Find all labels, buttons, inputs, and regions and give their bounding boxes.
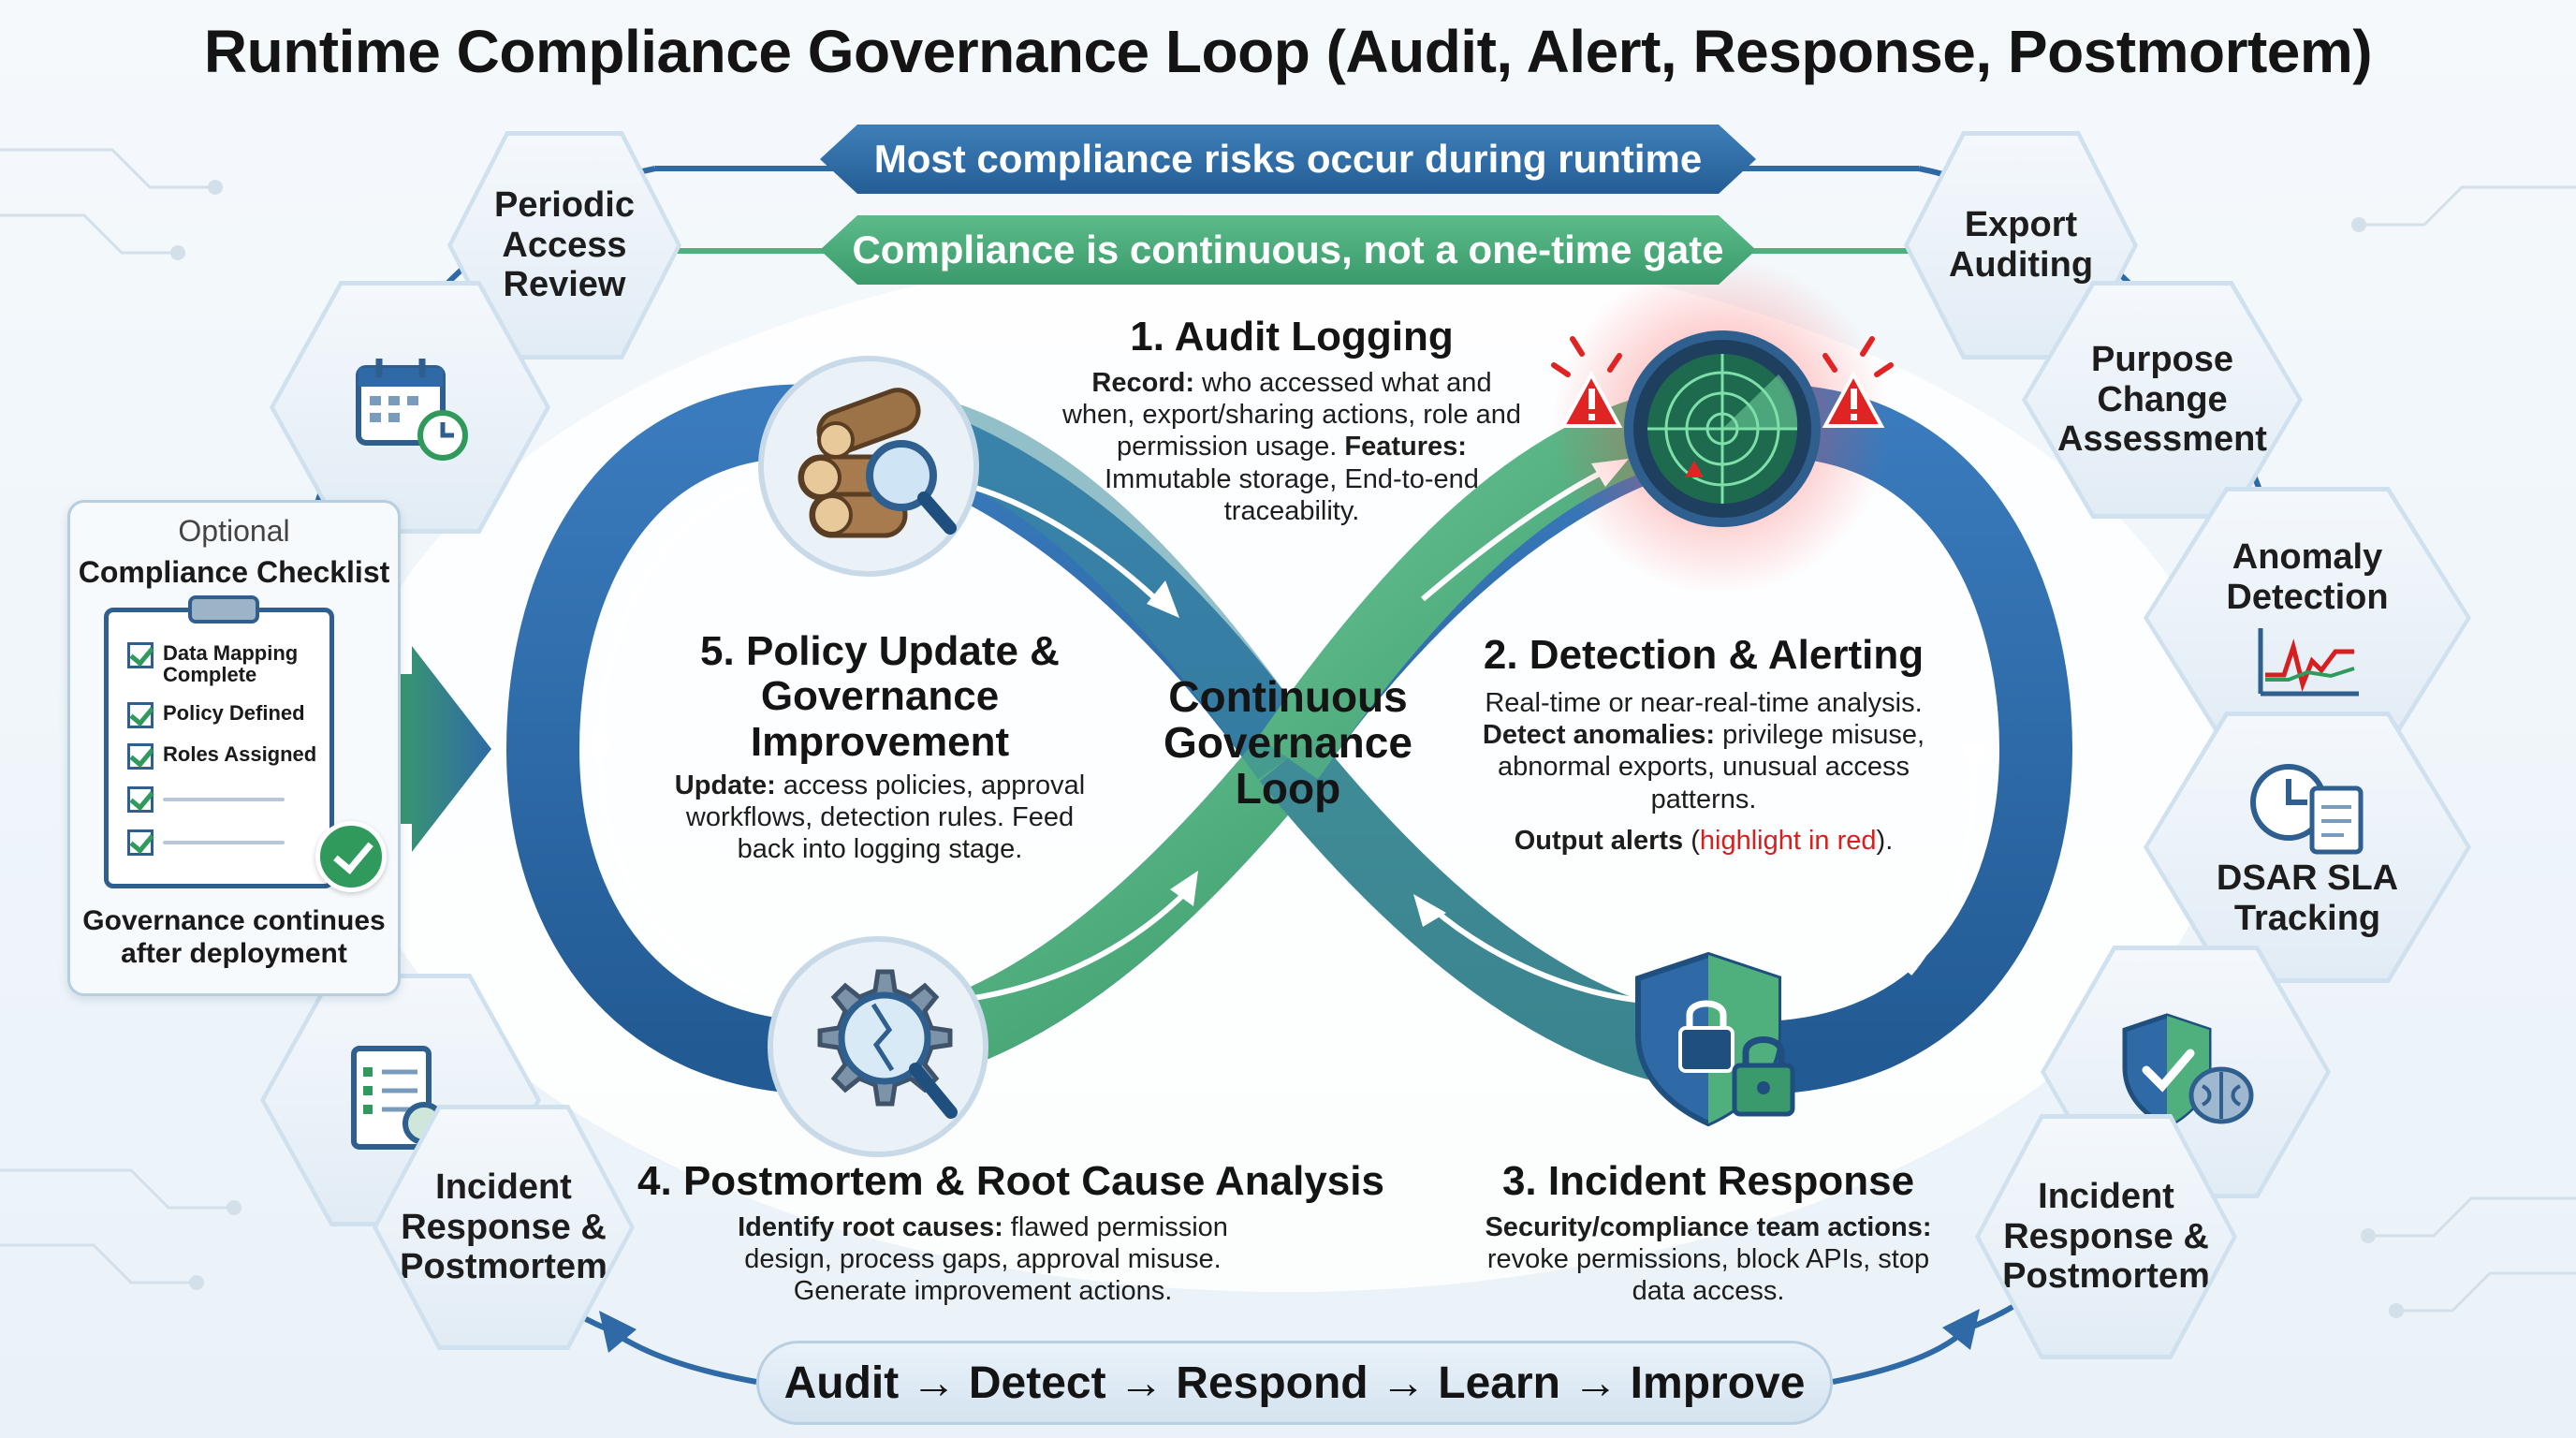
checklist-title: Compliance Checklist [78, 555, 390, 589]
audit-record-text: who accessed what and when, export/shari… [1061, 368, 1522, 462]
policy-update-text: access policies, approval workflows, det… [685, 770, 1086, 865]
hex-incident-right-label: Incident Response & Postmortem [2002, 1177, 2210, 1297]
audit-logging-icon [758, 356, 979, 577]
circuit-decoration [0, 148, 2576, 1313]
checklist-footer: Governance continues after deployment [82, 905, 386, 969]
stage-policy-body: Update: access policies, approval workfl… [655, 770, 1105, 866]
hex-anomaly-label: Anomaly Detection [2226, 537, 2389, 617]
shield-brain-icon [2122, 1013, 2254, 1129]
stage-detection-body: Real-time or near-real-time analysis. De… [1460, 687, 1947, 857]
postmortem-causes-text: flawed permission design, process gaps, … [744, 1212, 1228, 1307]
stage-incident-body: Security/compliance team actions: revoke… [1470, 1211, 1947, 1308]
detection-radar-icon [1544, 318, 1900, 534]
detection-output-open: ( [1683, 825, 1700, 856]
stage-incident-title: 3. Incident Response [1501, 1158, 1915, 1204]
detection-output-label: Output alerts [1514, 825, 1684, 856]
check-circle-icon [315, 821, 387, 892]
policy-update-label: Update: [674, 770, 776, 800]
checkbox-checked-icon [127, 829, 154, 856]
checkbox-checked-icon [127, 786, 154, 813]
incident-actions-label: Security/compliance team actions: [1485, 1212, 1932, 1242]
stage-detection-title: 2. Detection & Alerting [1483, 632, 1925, 678]
checkbox-checked-icon [127, 642, 154, 668]
checklist-item-data-mapping: Data Mapping Complete [163, 641, 299, 687]
hex-dsar-label: DSAR SLA Tracking [2216, 858, 2399, 938]
hex-purpose-label: Purpose Change Assessment [2057, 340, 2267, 460]
stage-postmortem-title: 4. Postmortem & Root Cause Analysis [637, 1158, 1384, 1204]
anomaly-chart-icon [2258, 627, 2359, 697]
postmortem-causes-label: Identify root causes: [738, 1212, 1003, 1242]
banner-continuous: Compliance is continuous, not a one-time… [820, 215, 1756, 285]
compliance-checklist-card: Optional Compliance Checklist Data Mappi… [67, 500, 401, 996]
incident-actions-text: revoke permissions, block APIs, stop dat… [1486, 1244, 1930, 1307]
clipboard-icon: Data Mapping Complete Policy Defined Rol… [104, 595, 334, 888]
document-magnifier-icon [351, 1046, 460, 1159]
clock-document-icon [2250, 764, 2364, 855]
detection-anomalies-text: privilege misuse, abnormal exports, unus… [1497, 720, 1925, 814]
audit-features-text: Immutable storage, End-to-end traceabili… [1105, 463, 1479, 526]
stage-policy-title: 5. Policy Update & Governance Improvemen… [700, 628, 1060, 765]
center-loop-label: Continuous Governance Loop [1164, 672, 1412, 813]
checklist-optional-label: Optional [178, 514, 290, 548]
checklist-arrow [393, 646, 491, 852]
hex-calendar [270, 281, 550, 534]
audit-record-label: Record: [1091, 368, 1194, 398]
shield-lock-icon [1635, 951, 1795, 1127]
hex-periodic-label: Periodic Access Review [494, 185, 635, 305]
checkbox-checked-icon [127, 743, 154, 770]
incident-shield-icon [1624, 946, 1811, 1133]
broken-gear-magnifier-icon [817, 969, 958, 1119]
hex-incident-right: Incident Response & Postmortem [1975, 1114, 2237, 1359]
audit-features-label: Features: [1344, 432, 1467, 462]
checklist-item-policy: Policy Defined [163, 701, 305, 725]
checklist-item-roles: Roles Assigned [163, 742, 317, 766]
detection-line1: Real-time or near-real-time analysis. [1485, 688, 1923, 718]
logs-magnifier-icon [798, 388, 957, 538]
calendar-clock-icon [356, 359, 468, 461]
detection-output-close: ). [1876, 825, 1894, 856]
page-title: Runtime Compliance Governance Loop (Audi… [203, 18, 2373, 85]
hex-incident-left-label: Incident Response & Postmortem [400, 1167, 607, 1287]
detection-anomalies-label: Detect anomalies: [1482, 720, 1716, 751]
banner-runtime-risks: Most compliance risks occur during runti… [820, 125, 1756, 194]
stage-audit-title: 1. Audit Logging [1130, 314, 1454, 360]
stage-audit-body: Record: who accessed what and when, expo… [1058, 367, 1526, 527]
hex-purpose-change: Purpose Change Assessment [2022, 281, 2303, 519]
checkbox-checked-icon [127, 702, 154, 728]
detection-output-highlight: highlight in red [1699, 825, 1877, 856]
stage-postmortem-body: Identify root causes: flawed permission … [721, 1211, 1245, 1308]
postmortem-icon [768, 936, 988, 1157]
bottom-flow-pill: Audit → Detect → Respond → Learn → Impro… [756, 1341, 1833, 1425]
hex-export-label: Export Auditing [1948, 205, 2094, 285]
radar-alert-icon [1551, 330, 1894, 527]
